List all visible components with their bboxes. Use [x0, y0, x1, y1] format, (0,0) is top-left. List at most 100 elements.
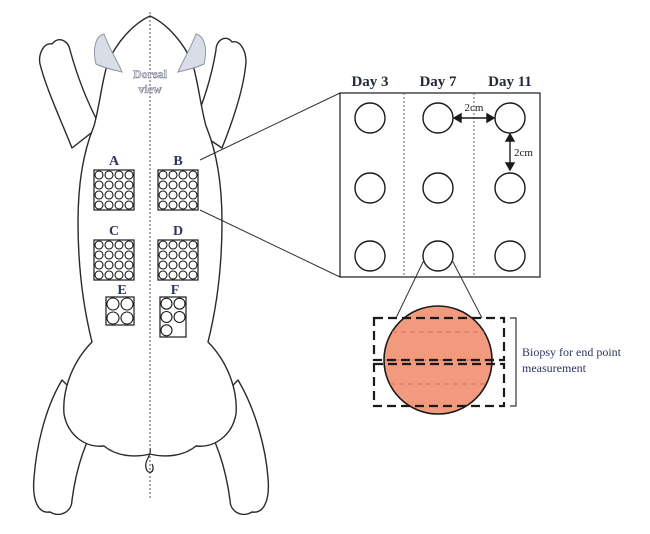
- wound-well: [169, 271, 177, 279]
- wound-well: [125, 241, 133, 249]
- wound-well: [189, 191, 197, 199]
- biopsy-note-line2: measurement: [522, 361, 587, 375]
- wound-well: [105, 251, 113, 259]
- day-grid-panel: Day 3 Day 7 Day 11 2cm 2cm: [340, 74, 540, 277]
- wound-well: [159, 191, 167, 199]
- wound-well: [115, 261, 123, 269]
- wound-well: [169, 171, 177, 179]
- wound-circle: [495, 241, 525, 271]
- wound-well: [179, 241, 187, 249]
- site-label: F: [171, 283, 180, 298]
- site-label: E: [117, 283, 126, 298]
- wound-well: [95, 251, 103, 259]
- wound-circle: [355, 241, 385, 271]
- wound-well: [179, 171, 187, 179]
- wound-well: [159, 201, 167, 209]
- wound-well: [95, 191, 103, 199]
- wound-circle: [423, 103, 453, 133]
- wound-circle: [495, 103, 525, 133]
- day-label: Day 11: [488, 74, 532, 90]
- wound-well: [189, 251, 197, 259]
- wound-well: [121, 298, 133, 310]
- wound-well: [169, 201, 177, 209]
- wound-well: [125, 271, 133, 279]
- wound-well: [179, 201, 187, 209]
- wound-well: [189, 271, 197, 279]
- wound-well: [115, 251, 123, 259]
- wound-well: [125, 251, 133, 259]
- wound-circle: [355, 173, 385, 203]
- wound-well: [179, 191, 187, 199]
- wound-well: [159, 171, 167, 179]
- wound-well: [161, 298, 172, 309]
- wound-well: [105, 271, 113, 279]
- biopsy-note-line1: Biopsy for end point: [522, 345, 622, 359]
- wound-well: [189, 201, 197, 209]
- wound-well: [159, 241, 167, 249]
- wound-well: [95, 181, 103, 189]
- wound-well: [189, 241, 197, 249]
- biopsy-bracket: [510, 318, 516, 406]
- wound-well: [161, 312, 172, 323]
- wound-circle-biopsied: [423, 241, 453, 271]
- wound-well: [121, 312, 133, 324]
- wound-well: [159, 181, 167, 189]
- wound-well: [125, 191, 133, 199]
- wound-well: [115, 171, 123, 179]
- wound-well: [115, 191, 123, 199]
- biopsy-detail: Biopsy for end point measurement: [374, 306, 622, 414]
- wound-well: [189, 261, 197, 269]
- wound-well: [115, 201, 123, 209]
- wound-well: [125, 181, 133, 189]
- wound-well: [169, 181, 177, 189]
- wound-well: [95, 171, 103, 179]
- wound-well: [189, 171, 197, 179]
- wound-well: [105, 191, 113, 199]
- wound-well: [169, 261, 177, 269]
- wound-well: [179, 261, 187, 269]
- wound-well: [115, 181, 123, 189]
- wound-circle: [495, 173, 525, 203]
- wound-well: [179, 181, 187, 189]
- wound-well: [159, 261, 167, 269]
- wound-well: [95, 241, 103, 249]
- site-label: D: [173, 224, 183, 239]
- vertical-spacing-label: 2cm: [514, 147, 533, 159]
- wound-well: [125, 171, 133, 179]
- day-label: Day 7: [419, 74, 457, 90]
- horizontal-spacing-label: 2cm: [465, 102, 484, 114]
- wound-well: [95, 261, 103, 269]
- wound-well: [169, 241, 177, 249]
- wound-well: [169, 191, 177, 199]
- day-label: Day 3: [351, 74, 388, 90]
- wound-well: [159, 251, 167, 259]
- wound-well: [174, 298, 185, 309]
- wound-well: [105, 261, 113, 269]
- wound-well: [159, 271, 167, 279]
- wound-well: [125, 261, 133, 269]
- view-label-line2: view: [138, 82, 162, 96]
- wound-well: [169, 251, 177, 259]
- wound-well: [105, 241, 113, 249]
- wound-well: [107, 298, 119, 310]
- wound-well: [115, 271, 123, 279]
- wound-well: [105, 201, 113, 209]
- view-label-line1: Dorsal: [133, 67, 168, 81]
- wound-well: [125, 201, 133, 209]
- site-label: B: [173, 154, 182, 169]
- wound-well: [161, 325, 172, 336]
- wound-well: [179, 271, 187, 279]
- wound-well: [179, 251, 187, 259]
- wound-well: [95, 201, 103, 209]
- wound-well: [105, 181, 113, 189]
- wound-circle: [355, 103, 385, 133]
- site-label: C: [109, 224, 119, 239]
- wound-well: [105, 171, 113, 179]
- wound-well: [115, 241, 123, 249]
- wound-well: [189, 181, 197, 189]
- wound-circle: [423, 173, 453, 203]
- site-label: A: [109, 154, 120, 169]
- wound-well: [107, 312, 119, 324]
- wound-well: [174, 312, 185, 323]
